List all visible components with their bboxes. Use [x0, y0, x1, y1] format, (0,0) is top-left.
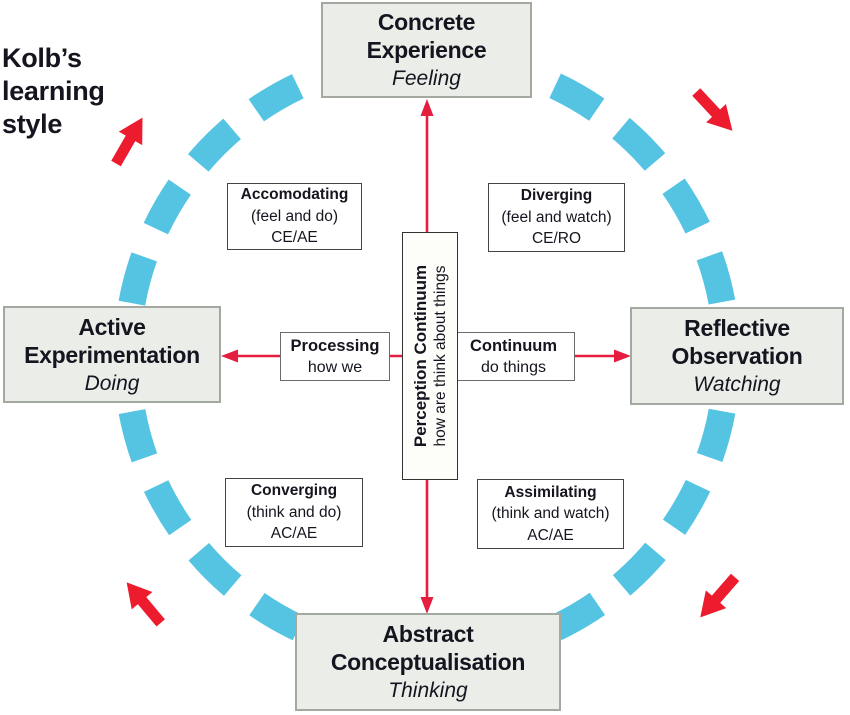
stage-title-line: Abstract	[382, 621, 474, 647]
stage-title-line: Experimentation	[24, 341, 200, 368]
stage-mode: Feeling	[392, 67, 461, 90]
axis-label-continuum: Continuum do things	[452, 332, 575, 381]
axis-title: Processing	[290, 336, 380, 355]
title-line: Kolb’s	[2, 43, 82, 73]
style-assimilating: Assimilating (think and watch) AC/AE	[477, 479, 624, 549]
style-code: CE/AE	[271, 229, 318, 247]
stage-title-line: Concrete	[377, 9, 476, 35]
stage-reflective-observation: Reflective Observation Watching	[630, 307, 844, 405]
rotation-arrow-bottom-right-icon	[700, 573, 740, 618]
stage-title-line: Experience	[366, 37, 487, 63]
stage-mode: Thinking	[388, 679, 468, 702]
style-pair: (think and watch)	[491, 505, 610, 523]
style-name: Assimilating	[504, 483, 597, 501]
rotation-arrow-bottom-left-icon	[126, 582, 165, 627]
stage-abstract-conceptualisation: Abstract Conceptualisation Thinking	[295, 613, 561, 711]
style-pair: (feel and do)	[250, 207, 339, 225]
rotation-arrow-top-left-icon	[111, 117, 143, 167]
style-code: CE/RO	[531, 230, 582, 248]
style-pair: (think and do)	[246, 503, 342, 521]
style-diverging: Diverging (feel and watch) CE/RO	[488, 183, 625, 252]
style-accommodating: Accomodating (feel and do) CE/AE	[227, 183, 362, 250]
style-name: Converging	[250, 482, 338, 500]
style-name: Diverging	[520, 187, 593, 205]
axis-label-perception-continuum: Perception Continuum how are think about…	[402, 232, 458, 480]
axis-title: Continuum	[469, 336, 558, 355]
stage-title-line: Observation	[671, 343, 803, 369]
style-code: AC/AE	[527, 526, 574, 544]
stage-concrete-experience: Concrete Experience Feeling	[321, 2, 532, 98]
title-line: learning	[2, 76, 105, 106]
axis-label-processing: Processing how we	[280, 332, 390, 381]
style-code: AC/AE	[270, 525, 318, 543]
stage-title-line: Conceptualisation	[330, 649, 526, 675]
stage-title-line: Active	[78, 313, 146, 340]
style-converging: Converging (think and do) AC/AE	[225, 478, 363, 547]
title-line: style	[2, 109, 63, 139]
rotation-arrow-top-right-icon	[692, 88, 733, 131]
stage-title-line: Reflective	[684, 315, 790, 341]
style-pair: (feel and watch)	[501, 208, 612, 226]
axis-caption: do things	[481, 358, 546, 376]
style-name: Accomodating	[240, 186, 349, 204]
page-title: Kolb’s learning style	[2, 42, 105, 141]
axis-caption: how are think about things	[431, 265, 449, 447]
stage-mode: Watching	[693, 373, 781, 396]
stage-active-experimentation: Active Experimentation Doing	[3, 306, 221, 403]
perception-rotated-text: Perception Continuum how are think about…	[403, 233, 457, 479]
axis-title: Perception Continuum	[410, 264, 430, 448]
axis-caption: how we	[307, 358, 363, 376]
stage-mode: Doing	[84, 371, 140, 395]
